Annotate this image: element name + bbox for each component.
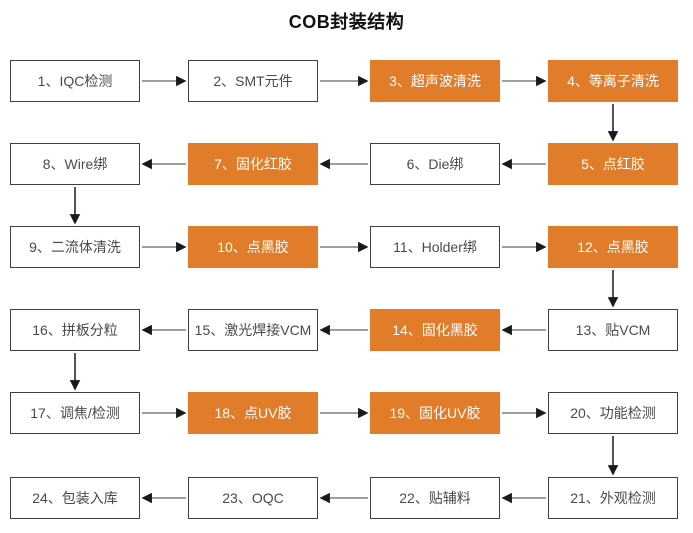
flow-step-14: 14、固化黑胶 (370, 309, 500, 351)
flow-step-16: 16、拼板分粒 (10, 309, 140, 351)
flow-step-11: 11、Holder绑 (370, 226, 500, 268)
page-title: COB封装结构 (288, 12, 405, 32)
flow-step-10: 10、点黑胶 (188, 226, 318, 268)
flow-step-13: 13、贴VCM (548, 309, 678, 351)
flow-step-20: 20、功能检测 (548, 392, 678, 434)
flow-step-5: 5、点红胶 (548, 143, 678, 185)
flow-step-17: 17、调焦/检测 (10, 392, 140, 434)
flow-step-24: 24、包装入库 (10, 477, 140, 519)
flow-step-15: 15、激光焊接VCM (188, 309, 318, 351)
flow-step-22: 22、贴辅料 (370, 477, 500, 519)
flow-step-1: 1、IQC检测 (10, 60, 140, 102)
flow-step-21: 21、外观检测 (548, 477, 678, 519)
flow-step-12: 12、点黑胶 (548, 226, 678, 268)
flow-step-3: 3、超声波清洗 (370, 60, 500, 102)
flow-step-2: 2、SMT元件 (188, 60, 318, 102)
flow-step-8: 8、Wire绑 (10, 143, 140, 185)
flow-step-4: 4、等离子清洗 (548, 60, 678, 102)
flow-step-7: 7、固化红胶 (188, 143, 318, 185)
flow-step-19: 19、固化UV胶 (370, 392, 500, 434)
flow-step-23: 23、OQC (188, 477, 318, 519)
flow-step-6: 6、Die绑 (370, 143, 500, 185)
flow-step-18: 18、点UV胶 (188, 392, 318, 434)
flow-step-9: 9、二流体清洗 (10, 226, 140, 268)
